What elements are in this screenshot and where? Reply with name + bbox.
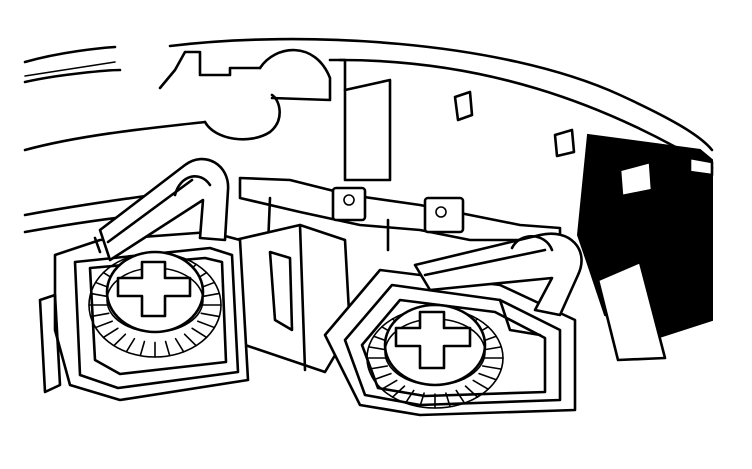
washer-tooth — [455, 389, 466, 404]
washer-tooth — [472, 379, 489, 390]
washer-tooth — [200, 292, 221, 298]
spring-clip-left — [93, 157, 230, 262]
terminal-right — [323, 232, 583, 417]
washer-tooth — [367, 365, 389, 370]
spring-clip-right — [413, 232, 583, 337]
washer-tooth — [391, 385, 406, 398]
washer-tooth — [197, 320, 216, 329]
washer-tooth — [478, 372, 498, 381]
washer-tooth — [89, 312, 110, 318]
washer-tooth — [372, 372, 392, 381]
washer-tooth — [125, 337, 136, 353]
screw-left — [105, 250, 205, 334]
washer-tooth — [113, 333, 127, 347]
washer-tooth — [381, 379, 398, 390]
terminal-left — [38, 157, 250, 402]
washer-tooth — [139, 340, 146, 357]
washer-tooth — [419, 392, 425, 408]
dark-component — [576, 133, 714, 362]
washer-tooth — [481, 365, 503, 370]
washer-tooth — [200, 312, 221, 318]
housing-wall — [23, 48, 576, 234]
screw-right — [383, 303, 487, 387]
washer-tooth — [404, 389, 415, 404]
washer-tooth — [94, 320, 113, 329]
washer-tooth — [191, 327, 208, 339]
washer-tooth — [102, 327, 119, 339]
housing-rim — [23, 37, 714, 170]
washer-tooth — [164, 340, 171, 357]
washer-tooth — [174, 337, 185, 353]
washer-tooth — [445, 392, 451, 408]
washer-tooth — [89, 292, 110, 298]
washer-tooth — [183, 333, 197, 347]
washer-tooth — [464, 385, 479, 398]
